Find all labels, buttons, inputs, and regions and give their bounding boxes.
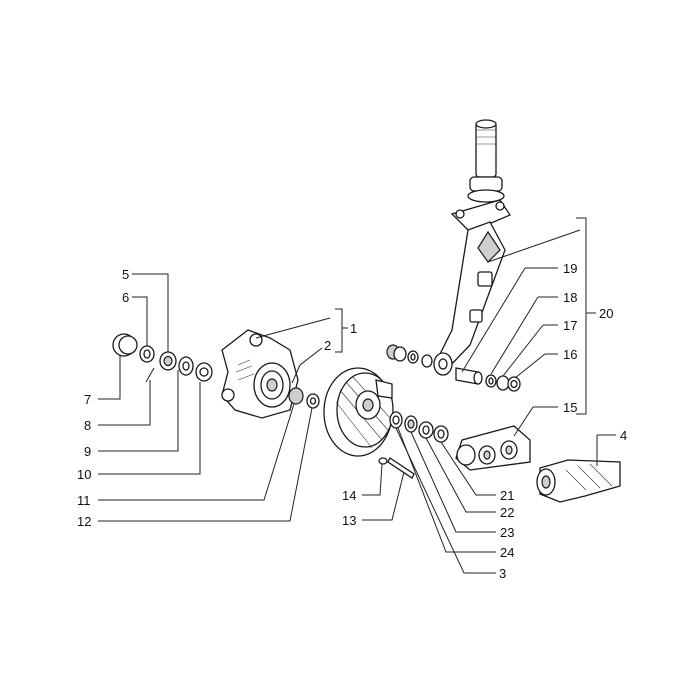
leader-lines xyxy=(98,217,616,574)
callout-22: 22 xyxy=(500,505,514,520)
callout-11: 11 xyxy=(77,493,91,508)
callout-3: 3 xyxy=(499,566,506,581)
callout-21: 21 xyxy=(500,488,514,503)
disc-bolt-part xyxy=(378,457,415,479)
callout-18: 18 xyxy=(563,290,577,305)
link-arm-part xyxy=(455,425,531,471)
brake-disc-part xyxy=(323,367,394,457)
callout-4: 4 xyxy=(620,428,627,443)
suspension-arm-part xyxy=(536,459,621,503)
callout-6: 6 xyxy=(122,290,129,305)
left-fastener-stack-part xyxy=(112,333,213,383)
callout-23: 23 xyxy=(500,525,514,540)
callout-13: 13 xyxy=(342,513,356,528)
callout-12: 12 xyxy=(77,514,91,529)
callout-17: 17 xyxy=(563,318,577,333)
column-bearing-set-part xyxy=(386,344,433,368)
callout-2: 2 xyxy=(324,338,331,353)
callout-20: 20 xyxy=(599,306,613,321)
callout-10: 10 xyxy=(77,467,91,482)
callout-5: 5 xyxy=(122,267,129,282)
callout-16: 16 xyxy=(563,347,577,362)
right-washer-stack-part xyxy=(389,411,449,443)
wheel-hub-part xyxy=(221,329,299,419)
callout-1: 1 xyxy=(350,321,357,336)
callout-8: 8 xyxy=(84,418,91,433)
callout-14: 14 xyxy=(342,488,356,503)
axle-pin-part xyxy=(455,367,521,392)
callout-7: 7 xyxy=(84,392,91,407)
callout-9: 9 xyxy=(84,444,91,459)
callout-15: 15 xyxy=(563,400,577,415)
callout-labels: 1 2 3 4 5 6 7 8 9 10 11 12 13 14 15 16 1… xyxy=(77,261,627,581)
hub-bearing-pair-part xyxy=(288,387,320,409)
callout-24: 24 xyxy=(500,545,514,560)
callout-19: 19 xyxy=(563,261,577,276)
steering-column-part xyxy=(433,119,511,376)
